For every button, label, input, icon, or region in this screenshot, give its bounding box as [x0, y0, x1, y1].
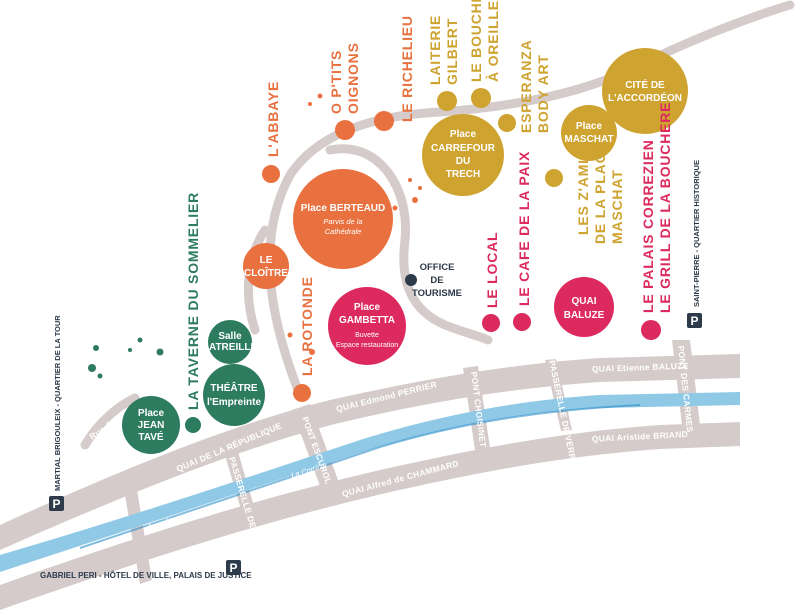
le-cloitre-l1: LE [260, 255, 273, 266]
place-maschat-l1: Place [576, 121, 603, 132]
label-cafe-paix: LE CAFE DE LA PAIX [516, 151, 532, 306]
label-zamis-2: DE LA PLACE [592, 142, 608, 244]
place-gambetta: Place GAMBETTA Buvette Espace restaurati… [328, 287, 406, 365]
parking-p: P [52, 497, 60, 511]
place-carrefour-trech: Place CARREFOUR DU TRECH [422, 114, 504, 196]
quai-baluze: QUAI BALUZE [554, 277, 614, 337]
label-laiterie-1: LAITERIE [427, 15, 443, 85]
label-palais-2: LE GRILL DE LA BOUCHERE [657, 102, 673, 313]
label-bouche-2: À OREILLES [485, 0, 501, 82]
place-berteaud-title: Place BERTEAUD [301, 203, 385, 214]
label-zamis-3: MASCHAT [609, 169, 625, 244]
venue-cafe-paix: LE CAFE DE LA PAIX [513, 151, 532, 331]
place-carrefour-l4: TRECH [446, 169, 480, 180]
label-le-local: LE LOCAL [484, 232, 500, 308]
venue-palais-correzien: LE PALAIS CORREZIEN LE GRILL DE LA BOUCH… [640, 102, 673, 340]
salle-latreille-l2: LATREILLE [203, 342, 258, 353]
office-l2: DE [430, 275, 443, 286]
place-carrefour-l3: DU [456, 156, 470, 167]
office-tourisme: OFFICE DE TOURISME [405, 262, 462, 299]
river-highlight [79, 404, 641, 549]
venue-ptits-oignons: O P'TITS OIGNONS [328, 42, 361, 140]
office-l1: OFFICE [420, 262, 455, 273]
jean-tave-l1: Place [138, 408, 165, 419]
venue-rotonde: LA ROTONDE [293, 276, 315, 402]
venue-taverne: LA TAVERNE DU SOMMELIER [185, 192, 201, 433]
decorative-splashes [88, 93, 422, 379]
theatre-l1: THÉÂTRE [210, 381, 258, 394]
label-richelieu: LE RICHELIEU [399, 15, 415, 122]
label-ptits-1: O P'TITS [328, 50, 344, 114]
place-gambetta-l4: Espace restauration [336, 342, 398, 349]
label-ptits-2: OIGNONS [345, 42, 361, 114]
place-gambetta-l3: Buvette [355, 332, 379, 339]
quai-baluze-l2: BALUZE [564, 310, 605, 321]
parking-icon [49, 496, 64, 511]
venue-le-local: LE LOCAL [482, 232, 500, 332]
salle-latreille: Salle LATREILLE [203, 320, 258, 364]
place-jean-tave: Place JEAN TAVÉ [122, 396, 180, 454]
office-l3: TOURISME [412, 288, 462, 299]
venue-abbaye: L'ABBAYE [262, 81, 281, 183]
label-zamis-1: LES Z'AMIS [575, 149, 591, 235]
cite-accordeon-l2: L'ACCORDÉON [608, 91, 682, 104]
parking-left: P MARTIAL BRIGOULEIX - QUARTIER DE LA TO… [49, 315, 64, 511]
quai-baluze-l1: QUAI [572, 296, 597, 307]
parking-p: P [690, 314, 698, 328]
label-esperanza-2: BODY ART [535, 54, 551, 133]
parking-p: P [229, 561, 237, 575]
theatre-empreinte: THÉÂTRE l'Empreinte [203, 364, 265, 426]
label-rotonde: LA ROTONDE [299, 276, 315, 376]
road-passerelle-verre [545, 359, 572, 431]
place-berteaud: Place BERTEAUD Parvis de la Cathédrale [293, 169, 393, 269]
place-berteaud-sub2: Cathédrale [325, 227, 362, 236]
jean-tave-l2: JEAN [138, 420, 165, 431]
place-maschat: Place MASCHAT [561, 105, 617, 161]
parking-right: P SAINT-PIERRE - QUARTIER HISTORIQUE [687, 160, 702, 328]
place-gambetta-l2: GAMBETTA [339, 315, 395, 326]
street-jean-tave [80, 393, 140, 450]
label-abbaye: L'ABBAYE [265, 81, 281, 157]
jean-tave-l3: TAVÉ [138, 430, 164, 443]
road-network [0, 340, 740, 610]
road-left-vertical [125, 490, 152, 584]
label-bouche-1: LE BOUCHE [468, 0, 484, 82]
parking-icon [226, 560, 241, 575]
salle-latreille-l1: Salle [218, 331, 242, 342]
venue-esperanza: ESPERANZA BODY ART [498, 39, 551, 133]
road-quai-lower [0, 422, 740, 610]
parking-left-label: MARTIAL BRIGOULEIX - QUARTIER DE LA TOUR [53, 315, 62, 491]
cite-accordeon-l1: CITÉ DE [625, 78, 665, 91]
venue-richelieu: LE RICHELIEU [374, 15, 415, 131]
parking-icon [687, 313, 702, 328]
label-palais-1: LE PALAIS CORREZIEN [640, 139, 656, 313]
venue-laiterie-gilbert: LAITERIE GILBERT [427, 15, 460, 111]
place-carrefour-l1: Place [450, 129, 477, 140]
label-taverne: LA TAVERNE DU SOMMELIER [185, 192, 201, 410]
street-cathedral-ring [325, 144, 493, 345]
parking-bottom: GABRIEL PERI - HÔTEL DE VILLE, PALAIS DE… [40, 560, 252, 580]
road-pont-choisinet [463, 366, 490, 450]
le-cloitre: LE CLOÎTRE [243, 243, 289, 289]
place-gambetta-l1: Place [354, 302, 381, 313]
parking-right-label: SAINT-PIERRE - QUARTIER HISTORIQUE [692, 160, 701, 307]
le-cloitre-l2: CLOÎTRE [244, 266, 288, 279]
parking-bottom-label: GABRIEL PERI - HÔTEL DE VILLE, PALAIS DE… [40, 571, 252, 580]
theatre-l2: l'Empreinte [207, 397, 261, 408]
road-quai-upper [0, 354, 740, 550]
place-maschat-l2: MASCHAT [564, 134, 613, 145]
place-carrefour-l2: CARREFOUR [431, 143, 496, 154]
place-berteaud-sub1: Parvis de la [323, 217, 362, 226]
road-label-baluze: QUAI Etienne BALUZE [592, 361, 689, 374]
venue-bouche-oreilles: LE BOUCHE À OREILLES [468, 0, 501, 108]
label-laiterie-2: GILBERT [444, 18, 460, 85]
label-esperanza-1: ESPERANZA [518, 39, 534, 133]
cite-accordeon: CITÉ DE L'ACCORDÉON [602, 48, 688, 134]
venue-zamis: LES Z'AMIS DE LA PLACE MASCHAT [545, 142, 625, 244]
